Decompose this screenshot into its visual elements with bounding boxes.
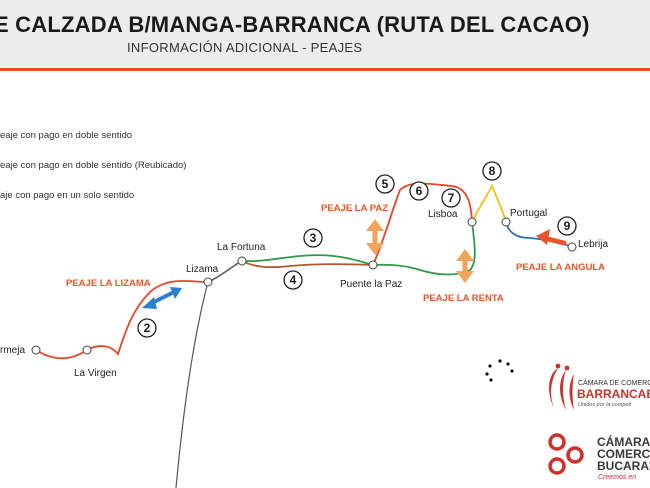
- place-label-la-virgen: La Virgen: [74, 368, 117, 379]
- svg-text:2: 2: [144, 321, 151, 335]
- route-segment-yellow: [471, 183, 507, 223]
- toll-arrow-la-renta: [456, 249, 474, 283]
- page-subtitle: INFORMACIÓN ADICIONAL - PEAJES: [127, 40, 363, 55]
- marker-2: 2: [137, 318, 157, 338]
- marker-3: 3: [303, 228, 323, 248]
- toll-arrow-la-lizama: [142, 287, 182, 309]
- marker-6: 6: [409, 181, 429, 201]
- header-divider: [0, 68, 650, 71]
- place-label-yarmeja: rmeja: [0, 345, 25, 356]
- logo-bucaramanga-tagline: Creemos en: [598, 474, 636, 481]
- place-label-lebrija: Lebrija: [578, 239, 608, 250]
- svg-text:7: 7: [448, 191, 455, 205]
- marker-8: 8: [482, 161, 502, 181]
- svg-text:5: 5: [382, 177, 389, 191]
- node-portugal: [501, 217, 511, 227]
- marker-7: 7: [441, 188, 461, 208]
- page-title: E CALZADA B/MANGA-BARRANCA (RUTA DEL CAC…: [0, 12, 590, 37]
- route-segment-green-renta: [372, 221, 476, 276]
- loading-spinner-icon: [485, 359, 514, 382]
- logo-bucaramanga-line1: CÁMARA: [597, 434, 650, 449]
- logo-bucaramanga-line2: COMERCIO: [597, 447, 650, 461]
- node-yarmeja: [31, 345, 41, 355]
- place-label-lisboa: Lisboa: [428, 209, 458, 220]
- svg-text:6: 6: [416, 184, 423, 198]
- logo-barranca-tagline: Unidos por la competi: [578, 402, 632, 408]
- route-segment-brown-lower: [241, 260, 374, 269]
- route-segment-red: [35, 280, 209, 360]
- svg-text:9: 9: [564, 219, 571, 233]
- place-label-portugal: Portugal: [510, 208, 547, 219]
- toll-arrow-la-angula: [536, 229, 567, 246]
- toll-label-la-renta: PEAJE LA RENTA: [423, 293, 504, 304]
- node-puente-la-paz: [368, 260, 378, 270]
- place-label-la-fortuna: La Fortuna: [217, 242, 266, 253]
- logo-camara-bucaramanga: CÁMARA COMERCIO BUCARAM Creemos en: [548, 433, 650, 481]
- logo-barranca-line2: BARRANCABE: [577, 387, 650, 401]
- marker-5: 5: [375, 174, 395, 194]
- logo-camara-barrancabermeja: CÁMARA DE COMERCIO BARRANCABE Unidos por…: [549, 363, 650, 410]
- toll-arrow-la-paz: [366, 219, 384, 255]
- marker-9: 9: [557, 216, 577, 236]
- toll-label-la-lizama: PEAJE LA LIZAMA: [66, 278, 151, 289]
- svg-text:3: 3: [310, 231, 317, 245]
- place-label-puente-la-paz: Puente la Paz: [340, 279, 402, 290]
- node-lisboa: [467, 217, 477, 227]
- node-lebrija: [567, 242, 577, 252]
- toll-label-la-paz: PEAJE LA PAZ: [321, 203, 388, 214]
- route-segment-grey-branch: [175, 281, 209, 488]
- marker-4: 4: [283, 270, 303, 290]
- toll-label-la-angula: PEAJE LA ANGULA: [516, 262, 605, 273]
- route-segment-green-upper: [241, 254, 374, 266]
- node-la-virgen: [82, 345, 92, 355]
- svg-text:8: 8: [489, 164, 496, 178]
- legend-item-double: eaje con pago en doble sentido: [0, 130, 132, 141]
- node-la-fortuna: [237, 256, 247, 266]
- header-bar: E CALZADA B/MANGA-BARRANCA (RUTA DEL CAC…: [0, 0, 650, 71]
- legend-item-single: aje con pago en un solo sentido: [0, 190, 134, 201]
- logo-barranca-line1: CÁMARA DE COMERCIO: [578, 378, 650, 387]
- legend-item-relocated: eaje con pago en doble sentido (Reubicad…: [0, 160, 186, 171]
- place-label-lizama: Lizama: [186, 264, 219, 275]
- logo-bucaramanga-line3: BUCARAM: [597, 459, 650, 473]
- legend: eaje con pago en doble sentido eaje con …: [0, 130, 186, 201]
- svg-text:4: 4: [290, 273, 297, 287]
- node-lizama: [203, 277, 213, 287]
